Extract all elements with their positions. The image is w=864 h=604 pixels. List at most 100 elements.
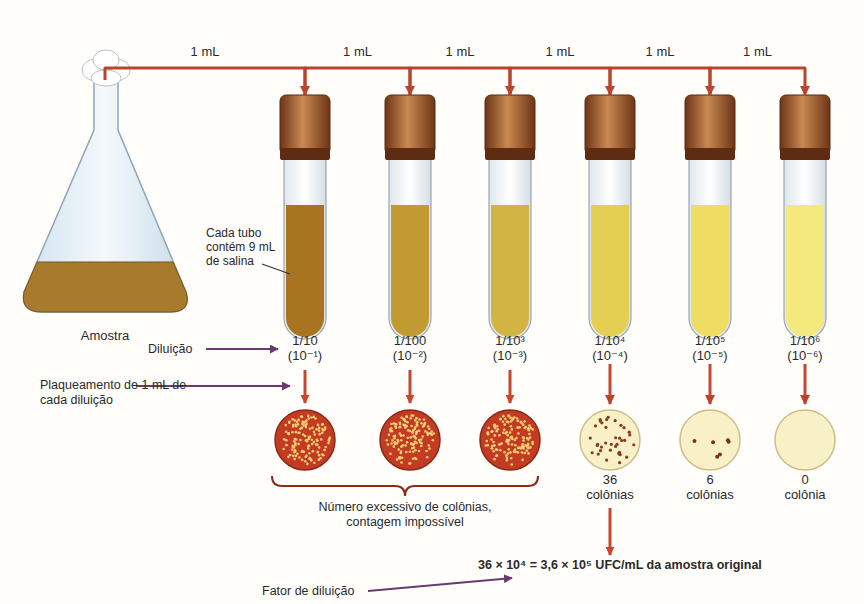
colony-dot — [531, 441, 534, 444]
colony-dot — [388, 434, 391, 437]
colony-dot — [423, 424, 426, 427]
colony-dot — [284, 424, 287, 427]
colony-dot — [493, 424, 496, 427]
colony-dot — [433, 432, 436, 435]
colony-dot — [614, 436, 617, 439]
colony-dot — [406, 415, 409, 418]
colony-dot — [310, 416, 313, 419]
colony-dot — [504, 432, 507, 435]
colony-dot — [407, 429, 410, 432]
colony-dot — [292, 446, 295, 449]
colony-dot — [430, 430, 433, 433]
transfer-arrow — [610, 68, 710, 95]
colony-dot — [317, 451, 320, 454]
colony-dot — [600, 445, 603, 448]
colony-dot — [293, 451, 296, 454]
colony-dot — [412, 435, 415, 438]
colony-dot — [503, 423, 506, 426]
colony-dot — [421, 435, 424, 438]
sample-label: Amostra — [45, 328, 165, 343]
colony-dot — [412, 429, 415, 432]
transfer-arrow — [804, 364, 807, 404]
colony-dot — [308, 457, 311, 460]
colony-dot — [416, 421, 419, 424]
colony-dot — [317, 424, 320, 427]
colony-dot — [493, 458, 496, 461]
colony-dot — [521, 443, 524, 446]
colony-dot — [411, 447, 414, 450]
colony-dot — [518, 447, 521, 450]
colony-dot — [504, 418, 507, 421]
colony-dot — [324, 426, 327, 429]
colony-dot — [524, 426, 527, 429]
colony-dot — [312, 450, 315, 453]
test-tube: 1/10⁴ (10⁻⁴) — [578, 95, 642, 363]
colony-dot — [315, 443, 318, 446]
colony-dot — [499, 418, 502, 421]
colony-dot — [410, 414, 413, 417]
colony-dot — [517, 447, 520, 450]
dilution-label: 1/10⁵ (10⁻⁵) — [685, 333, 735, 363]
dilution-label: 1/10 (10⁻¹) — [280, 333, 330, 363]
transfer-arrow — [105, 68, 305, 95]
colony-dot — [427, 444, 430, 447]
colony-dot — [296, 452, 299, 455]
colony-dot — [609, 449, 612, 452]
colony-dot — [510, 457, 513, 460]
colony-dot — [618, 461, 621, 464]
colony-dot — [408, 462, 411, 465]
colony-dot — [591, 451, 594, 454]
colony-dot — [502, 415, 505, 418]
colony-dot — [298, 431, 301, 434]
colony-dot — [418, 450, 421, 453]
colony-dot — [517, 451, 520, 454]
colony-dot — [521, 451, 524, 454]
colony-dot — [618, 437, 621, 440]
colony-dot — [414, 437, 417, 440]
colony-dot — [389, 452, 392, 455]
test-tube: 1/10³ (10⁻³) — [478, 95, 542, 363]
transfer-arrow — [709, 364, 712, 404]
colony-dot — [420, 445, 423, 448]
colony-dot — [487, 432, 490, 435]
colony-dot — [321, 432, 324, 435]
colony-dot — [510, 463, 513, 466]
colony-dot — [415, 431, 418, 434]
colony-dot — [304, 424, 307, 427]
petri-plate: 0 colônia — [767, 405, 843, 502]
colony-dot — [511, 417, 514, 420]
colony-dot — [387, 443, 390, 446]
colony-dot — [390, 423, 393, 426]
colony-dot — [320, 438, 323, 441]
colony-dot — [405, 425, 408, 428]
colony-dot — [508, 414, 511, 417]
colony-dot — [420, 442, 423, 445]
colony-dot — [428, 447, 431, 450]
colony-dot — [498, 443, 501, 446]
colony-dot — [414, 426, 417, 429]
dilution-label: 1/10⁴ (10⁻⁴) — [585, 333, 635, 363]
colony-dot — [311, 438, 314, 441]
colony-dot — [502, 420, 505, 423]
colony-dot — [295, 431, 298, 434]
colony-dot — [522, 439, 525, 442]
colony-dot — [604, 441, 607, 444]
colony-dot — [304, 435, 307, 438]
colony-count: 0 colônia — [781, 472, 829, 502]
colony-dot — [394, 441, 397, 444]
colony-dot — [413, 443, 416, 446]
colony-dot — [293, 446, 296, 449]
colony-dot — [418, 418, 421, 421]
colony-dot — [432, 439, 435, 442]
colony-dot — [523, 452, 526, 455]
colony-dot — [287, 456, 290, 459]
colony-dot — [409, 451, 412, 454]
colony-dot — [425, 450, 428, 453]
colony-dot — [507, 448, 510, 451]
colony-dot — [527, 443, 530, 446]
colony-dot — [521, 445, 524, 448]
colony-dot — [487, 433, 490, 436]
colony-dot — [313, 461, 316, 464]
colony-dot — [400, 461, 403, 464]
colony-dot — [313, 433, 316, 436]
